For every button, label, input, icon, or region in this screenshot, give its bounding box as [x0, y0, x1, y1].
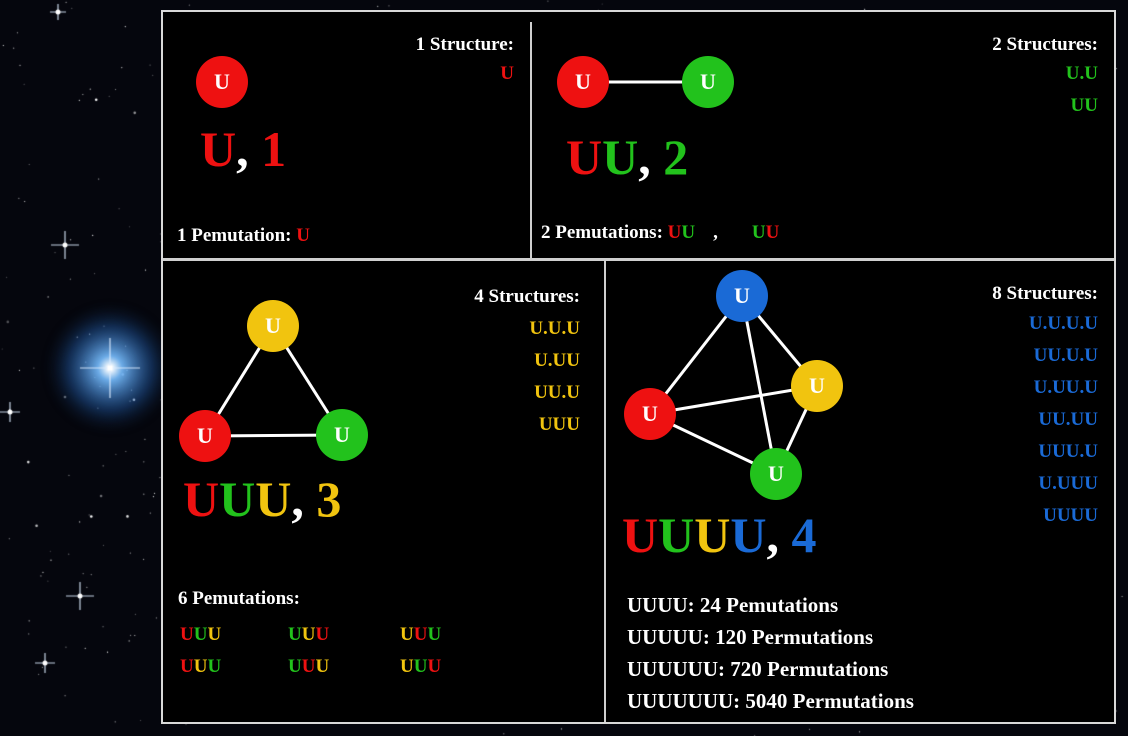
p2-perm-value-0: UU: [667, 222, 696, 243]
p2-label-count: 2: [663, 129, 689, 185]
p3-perm-5: UUU: [400, 656, 442, 677]
p1-perm-label: 1 Pemutation:: [177, 225, 297, 246]
p2-perm-value-1: UU: [751, 222, 780, 243]
p4-count-3: UUUUUUU: 5040 Permutations: [627, 689, 914, 713]
divider-top-vertical: [530, 22, 532, 258]
p3-label-count: 3: [316, 471, 342, 527]
p4-permutation-counts: UUUU: 24 Pemutations UUUUU: 120 Permutat…: [627, 589, 914, 717]
p4-structures-list: U.U.U.U UU.U.U U.UU.U UU.UU UUU.U U.UUU …: [1029, 308, 1098, 532]
p2-structure-1: UU: [1070, 95, 1098, 116]
p3-perm-1: UUU: [288, 624, 330, 645]
p4-label-sep: ,: [766, 507, 792, 563]
node-green-p4: U: [750, 448, 802, 500]
p4-structure-3: UU.UU: [1038, 409, 1098, 430]
node-red-p2: U: [557, 56, 609, 108]
p2-permutation-line: 2 Pemutations: UU, UU: [541, 222, 779, 244]
p3-perm-4: UUU: [288, 656, 330, 677]
divider-bottom-vertical: [604, 261, 606, 722]
p3-label-letter-2: U: [255, 471, 292, 527]
p1-label-count: 1: [261, 121, 287, 177]
p4-structure-6: UUUU: [1043, 505, 1098, 526]
node-red-p4: U: [624, 388, 676, 440]
p1-label-letters: U: [200, 121, 237, 177]
p3-perm-3: UUU: [180, 656, 222, 677]
p3-perm-title: 6 Pemutations:: [178, 588, 300, 609]
node-green-p3: U: [316, 409, 368, 461]
p4-label-letter-2: U: [694, 507, 731, 563]
p4-count-0: UUUU: 24 Pemutations: [627, 593, 839, 617]
p3-molecule-label: UUU, 3: [183, 474, 341, 524]
p3-label-letter-0: U: [183, 471, 220, 527]
p2-label-letter-1: U: [602, 129, 639, 185]
p1-perm-value: U: [296, 225, 310, 246]
p4-structure-4: UUU.U: [1038, 441, 1098, 462]
p3-structure-3: UUU: [538, 414, 580, 435]
p3-structure-2: UU.U: [534, 382, 580, 403]
p3-structures-title: 4 Structures:: [474, 286, 580, 307]
p3-perm-2: UUU: [400, 624, 442, 645]
p3-label-sep: ,: [291, 471, 317, 527]
p1-molecule-label: U, 1: [200, 124, 286, 174]
p1-permutation-line: 1 Pemutation: U: [177, 225, 310, 247]
p2-perm-comma: ,: [713, 222, 718, 243]
p2-structures-title: 2 Structures:: [992, 34, 1098, 55]
p2-molecule-label: UU, 2: [566, 132, 688, 182]
divider-horizontal: [163, 258, 1114, 261]
p4-structure-5: U.UUU: [1038, 473, 1098, 494]
p2-label-sep: ,: [638, 129, 664, 185]
node-red-p1: U: [196, 56, 248, 108]
p4-count-1: UUUUU: 120 Permutations: [627, 625, 874, 649]
p4-label-count: 4: [791, 507, 817, 563]
node-yellow-p3: U: [247, 300, 299, 352]
node-yellow-p4: U: [791, 360, 843, 412]
p2-perm-label: 2 Pemutations:: [541, 222, 668, 243]
p4-label-letter-0: U: [622, 507, 659, 563]
p4-structures-title: 8 Structures:: [992, 283, 1098, 304]
p1-structure-0: U: [500, 63, 514, 84]
p4-structure-2: U.UU.U: [1033, 377, 1098, 398]
p4-structure-0: U.U.U.U: [1028, 313, 1098, 334]
node-red-p3: U: [179, 410, 231, 462]
p2-label-letter-0: U: [566, 129, 603, 185]
p4-molecule-label: UUUU, 4: [622, 510, 816, 560]
p3-perm-0: UUU: [180, 624, 222, 645]
p4-count-2: UUUUUU: 720 Permutations: [627, 657, 889, 681]
p4-structure-1: UU.U.U: [1033, 345, 1098, 366]
node-green-p2: U: [682, 56, 734, 108]
p3-structure-1: U.UU: [534, 350, 580, 371]
p3-structures-list: U.U.U U.UU UU.U UUU: [529, 313, 580, 441]
p3-structure-0: U.U.U: [529, 318, 580, 339]
p4-label-letter-1: U: [658, 507, 695, 563]
node-blue-p4: U: [716, 270, 768, 322]
p1-structures-title: 1 Structure:: [415, 34, 514, 55]
p1-label-sep: ,: [236, 121, 262, 177]
p4-label-letter-3: U: [730, 507, 767, 563]
p2-structures-list: U.U UU: [1066, 58, 1098, 122]
p2-structure-0: U.U: [1065, 63, 1098, 84]
p3-label-letter-1: U: [219, 471, 256, 527]
